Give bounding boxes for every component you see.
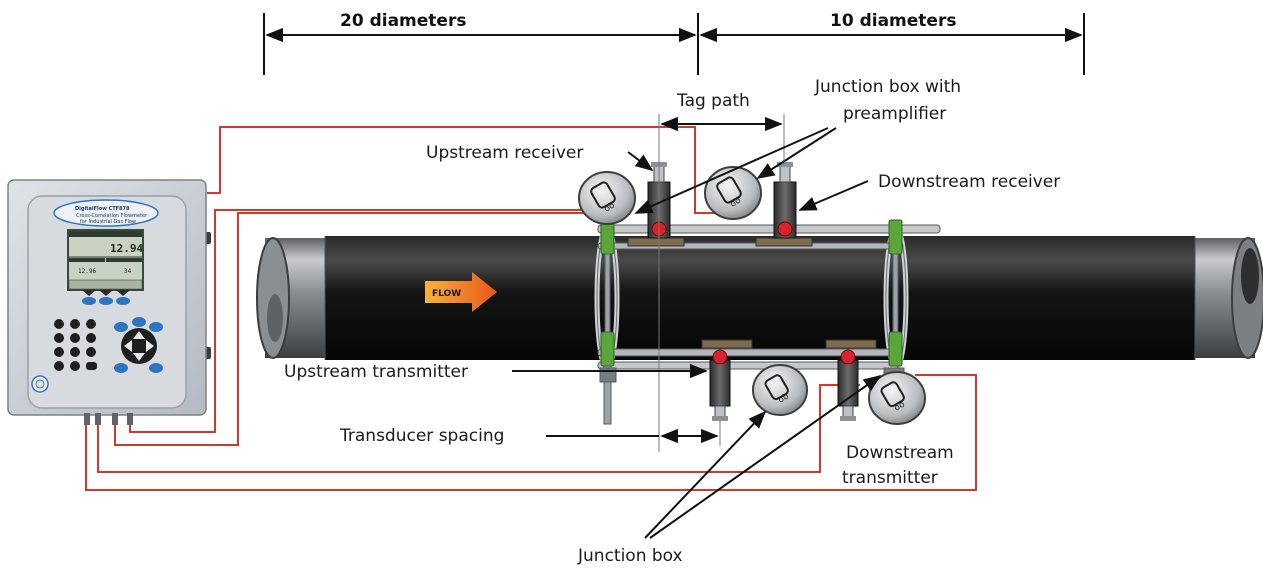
meter-sub-reading-right: 34 [124,268,132,275]
junction-box-label: Junction box [577,546,683,566]
keypad-key[interactable] [70,361,80,371]
keypad-key[interactable] [86,333,96,343]
upstream-transmitter-junction-box: ꝺꝺ [752,364,808,416]
meter-main-reading: 12.94 [110,242,143,255]
meter-sub-reading-left: 12.96 [78,268,96,275]
meter-navigation-keys[interactable] [114,317,163,373]
keypad-key[interactable] [86,319,96,329]
keypad-key[interactable] [54,347,64,357]
softkey-f1-button[interactable] [82,297,96,305]
keypad-key[interactable] [54,361,64,371]
escape-key-button[interactable] [132,317,146,327]
dimension-lines: 20 diameters 10 diameters [263,11,1085,75]
enter-key-button[interactable] [149,322,163,332]
callouts: Junction box with preamplifier Upstream … [284,77,1060,566]
downstream-receiver-sensor [755,162,813,247]
keypad-key[interactable] [70,333,80,343]
upstream-receiver-junction-box: ꝺꝺ [578,171,636,225]
downstream-transmitter-label-line2: transmitter [842,468,938,488]
green-clamp-blocks [600,219,903,367]
tag-path-label: Tag path [676,91,750,111]
keypad-key[interactable] [54,319,64,329]
downstream-transmitter-label-line1: Downstream [846,443,954,463]
junction-box-preamp-label-line1: Junction box with [814,77,961,97]
arrow-right-icon[interactable] [146,340,154,352]
junction-box-preamp-label-line2: preamplifier [843,104,946,124]
flowmeter-enclosure: DigitalFlow CTF878 Cross-Correlation Flo… [7,179,211,425]
arrow-pad[interactable] [121,328,157,364]
menu-key-button[interactable] [149,363,163,373]
svg-text:ꝺꝺ: ꝺꝺ [777,392,791,406]
func-key-button[interactable] [114,363,128,373]
downstream-receiver-label: Downstream receiver [878,172,1060,192]
upstream-transmitter-label: Upstream transmitter [284,362,468,382]
upstream-transmitter-sensor [701,339,753,421]
transducer-spacing-label: Transducer spacing [339,426,504,446]
signal-wires [85,126,977,491]
meter-brand-line1: DigitalFlow CTF878 [75,206,130,212]
upstream-dimension-label: 20 diameters [340,11,466,31]
meter-brand-line2: Cross-Correlation Flowmeter [76,213,148,219]
upstream-receiver-label: Upstream receiver [426,143,583,163]
ge-logo [31,375,49,393]
softkey-f3-button[interactable] [116,297,130,305]
svg-text:ꝺꝺ: ꝺꝺ [603,201,617,215]
downstream-dimension-label: 10 diameters [830,11,956,31]
downstream-receiver-junction-box: ꝺꝺ [704,166,762,220]
keypad-key[interactable] [54,333,64,343]
bottom-mounting-rail [597,348,899,370]
meter-lcd-screen: 12.94 12.96 34 [67,229,144,291]
keypad-key[interactable] [86,347,96,357]
svg-text:ꝺꝺ: ꝺꝺ [729,196,743,210]
softkey-f2-button[interactable] [99,297,113,305]
keypad-key[interactable] [70,347,80,357]
svg-text:ꝺꝺ: ꝺꝺ [893,400,907,414]
keypad-key[interactable] [86,362,97,370]
keypad-key[interactable] [70,319,80,329]
meter-brand-line3: for Industrial Gas Flow [80,219,136,225]
downstream-transmitter-junction-box: ꝺꝺ [868,371,926,425]
flow-label: FLOW [432,289,461,299]
meter-numeric-keypad[interactable] [54,319,97,371]
flow-direction-arrow: FLOW [425,272,497,312]
pipe [256,236,1263,360]
arrow-left-icon[interactable] [124,340,132,352]
arrow-up-icon[interactable] [133,331,145,339]
reference-lines [658,114,785,452]
arrow-down-icon[interactable] [133,353,145,361]
cable-glands [84,413,133,425]
meter-softkeys[interactable] [82,290,130,305]
help-key-button[interactable] [114,322,128,332]
